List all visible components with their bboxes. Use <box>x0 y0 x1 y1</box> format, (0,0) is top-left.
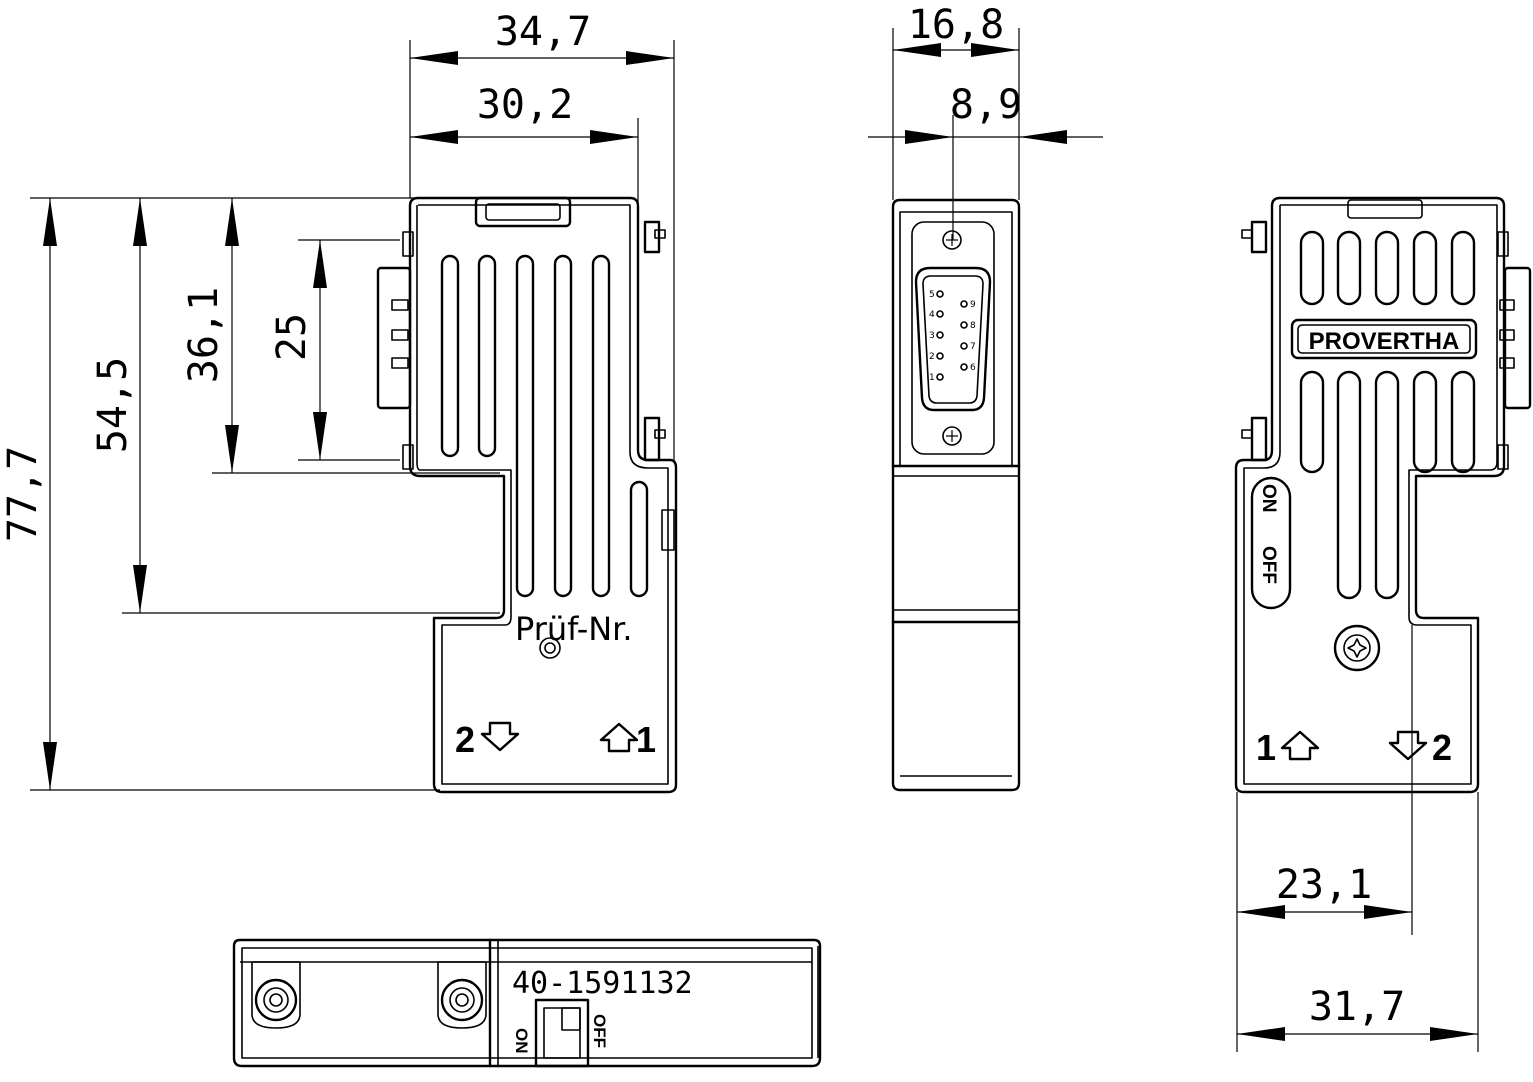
dim-plug-height: 25 <box>269 240 327 460</box>
dim-depth-plug-label: 8,9 <box>950 82 1022 128</box>
up-arrow-icon <box>599 722 639 753</box>
side-view: 5 4 3 2 1 9 8 7 6 <box>891 198 1021 792</box>
pin-label: 4 <box>929 310 935 320</box>
pin-label: 8 <box>970 321 976 331</box>
dim-depth-plug: 8,9 <box>868 82 1103 240</box>
pin-label: 2 <box>929 352 935 362</box>
test-number-label: Prüf-Nr. <box>515 610 633 648</box>
bottom-switch[interactable] <box>534 998 590 1068</box>
on-off-switch[interactable] <box>1250 476 1292 610</box>
pin-label: 1 <box>929 373 935 383</box>
dim-bottom-total-label: 31,7 <box>1309 984 1405 1030</box>
pin-label: 7 <box>970 342 976 352</box>
dim-plug-height-label: 25 <box>269 313 315 361</box>
dim-bottom-inner-label: 23,1 <box>1276 862 1372 908</box>
dim-depth-total: 16,8 <box>892 2 1020 200</box>
dim-bottom-total: 31,7 <box>1237 984 1478 1041</box>
down-arrow-icon <box>480 721 520 752</box>
pin-label: 6 <box>970 363 976 373</box>
dim-width-total: 34,7 <box>409 9 675 460</box>
dim-width-inner: 30,2 <box>410 82 639 215</box>
dim-height-upper: 36,1 <box>181 198 239 473</box>
pin-label: 5 <box>929 290 935 300</box>
dim-height-mid: 54,5 <box>90 198 147 613</box>
front-port-2-label: 2 <box>455 719 475 760</box>
switch-off-label: OFF <box>1258 546 1279 584</box>
dim-height-total: 77,7 <box>0 198 57 790</box>
bottom-switch-off-label: OFF <box>590 1014 609 1048</box>
pin-label: 3 <box>929 331 935 341</box>
up-arrow-icon <box>1280 730 1320 761</box>
brand-label: PROVERTHA <box>1309 328 1460 355</box>
front-view: Prüf-Nr. 2 1 <box>376 196 678 794</box>
back-port-1-label: 1 <box>1256 727 1276 768</box>
bottom-view: 40-1591132 ON OFF <box>232 938 822 1068</box>
part-number-label: 40-1591132 <box>512 966 693 1001</box>
pin-label: 9 <box>970 300 976 310</box>
dim-width-inner-label: 30,2 <box>477 82 573 128</box>
dim-width-total-label: 34,7 <box>495 9 591 55</box>
switch-on-label: ON <box>1258 484 1279 513</box>
front-port-1-label: 1 <box>636 719 656 760</box>
dim-height-total-label: 77,7 <box>0 446 46 542</box>
down-arrow-icon <box>1388 730 1428 761</box>
bottom-switch-on-label: ON <box>512 1028 531 1054</box>
back-port-2-label: 2 <box>1432 727 1452 768</box>
dim-depth-total-label: 16,8 <box>908 2 1004 48</box>
dim-height-upper-label: 36,1 <box>181 287 227 383</box>
dim-bottom-inner: 23,1 <box>1236 625 1479 1052</box>
dim-height-mid-label: 54,5 <box>90 357 136 453</box>
back-view: PROVERTHA ON OFF 1 2 <box>1234 196 1532 794</box>
